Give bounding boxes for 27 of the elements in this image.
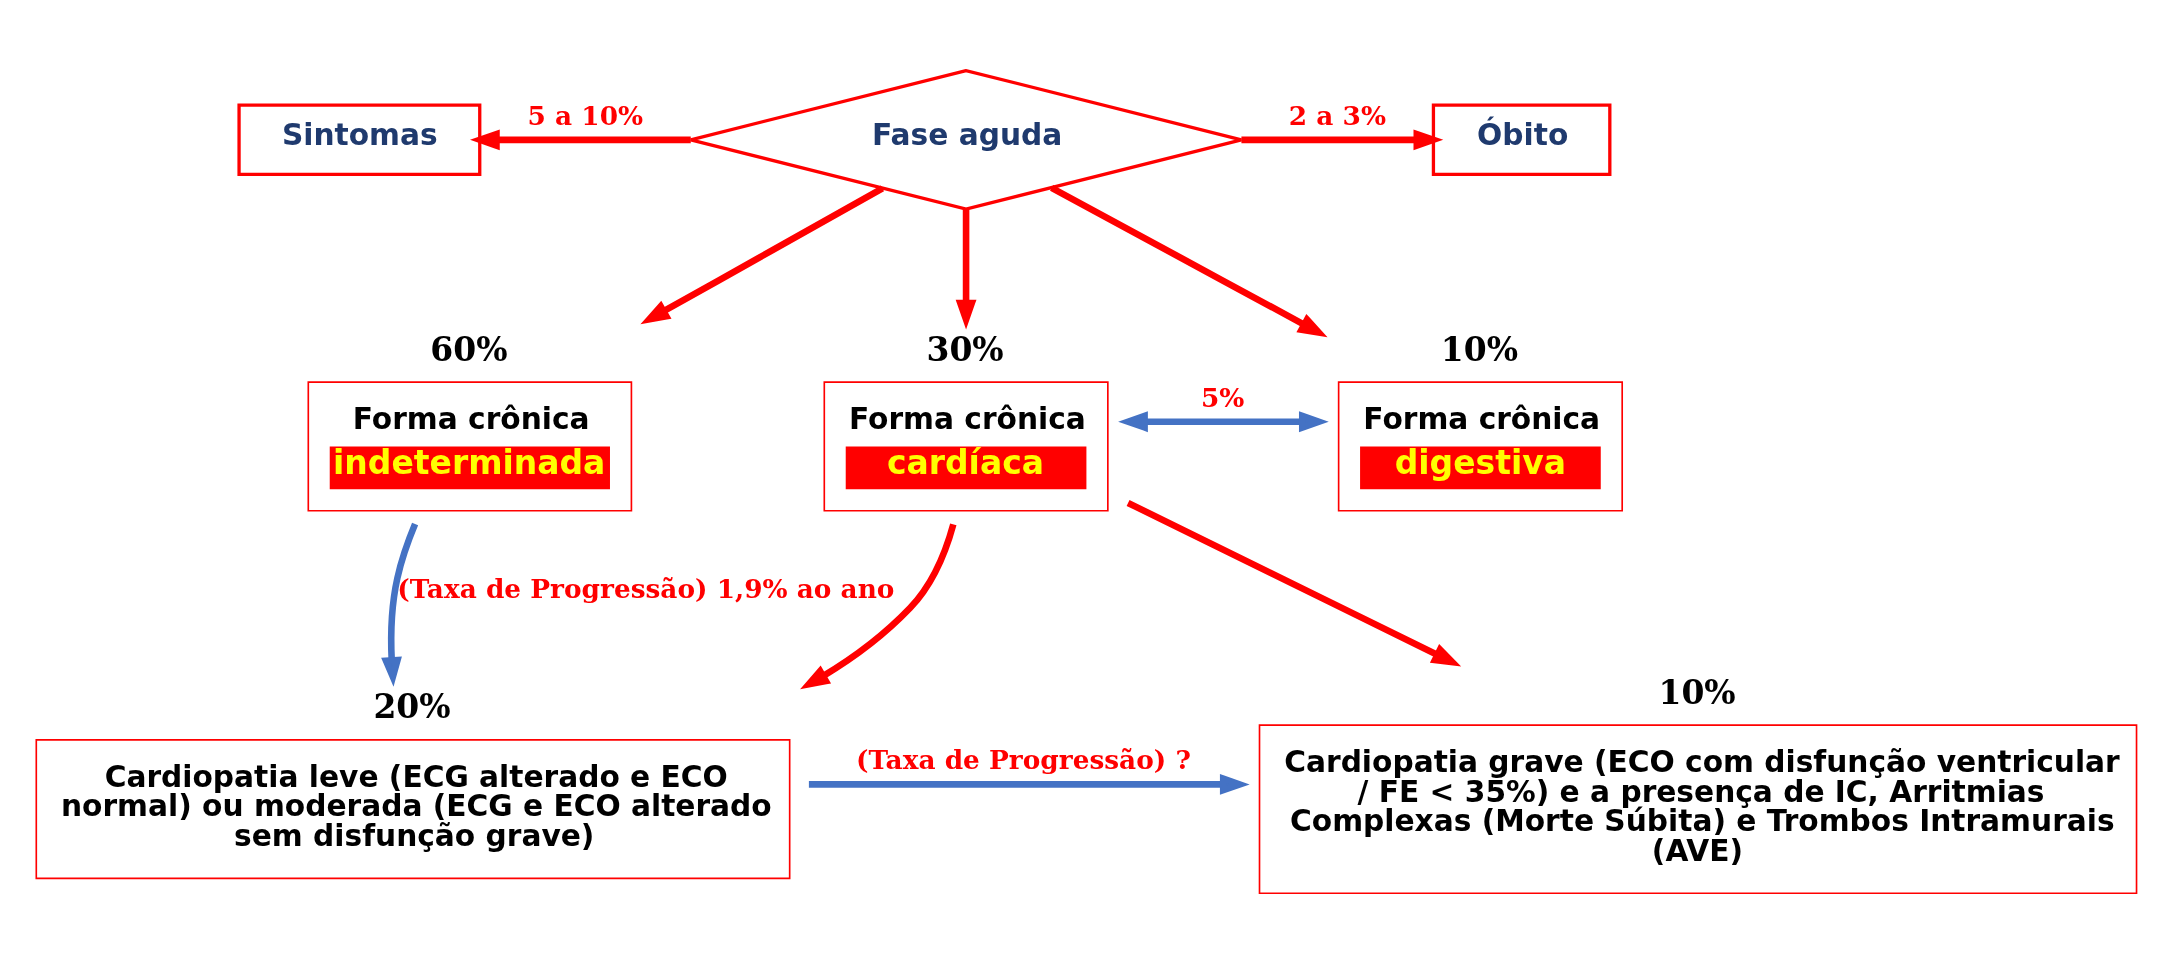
edge-label: 5 a 10% [527,99,644,131]
node-label: 60% [430,329,508,369]
node-label: 10% [1440,329,1519,369]
arrow [1118,411,1329,433]
edge-label: 5% [1200,381,1245,413]
arrow [808,774,1250,795]
edge-label: 2 a 3% [1288,99,1386,131]
arrow [1050,184,1328,338]
node-box: Forma crônica indeterminada [307,381,633,512]
node-box: Cardiopatia grave (ECO com disfunção ventricular / FE < 35%) e a presença de IC, Arritmias Complexas (Morte Súbita) e Trombos Intramurais (AVE) [1258,724,2138,895]
node-box: Cardiopatia leve (ECG alterado e ECO normal) ou moderada (ECG e ECO alterado sem disfunção grave) [35,739,791,880]
arrow [800,523,957,690]
node-label: 20% [373,687,451,727]
edge-label: (Taxa de Progressão) 1,9% ao ano [397,572,895,604]
arrow [1241,129,1444,151]
arrow [381,522,419,687]
node-label: 10% [1658,672,1736,712]
node-box: Óbito [1431,103,1612,177]
node-label: 30% [926,329,1004,369]
node-box: Forma crônica digestiva [1337,381,1623,512]
arrow [1126,499,1462,667]
node-diamond: Fase aguda [689,68,1244,211]
edge-label: (Taxa de Progressão) ? [856,744,1191,776]
node-box: Sintomas [237,103,482,177]
node-box: Forma crônica cardíaca [823,381,1109,512]
arrow [640,185,885,325]
arrow [955,209,977,330]
